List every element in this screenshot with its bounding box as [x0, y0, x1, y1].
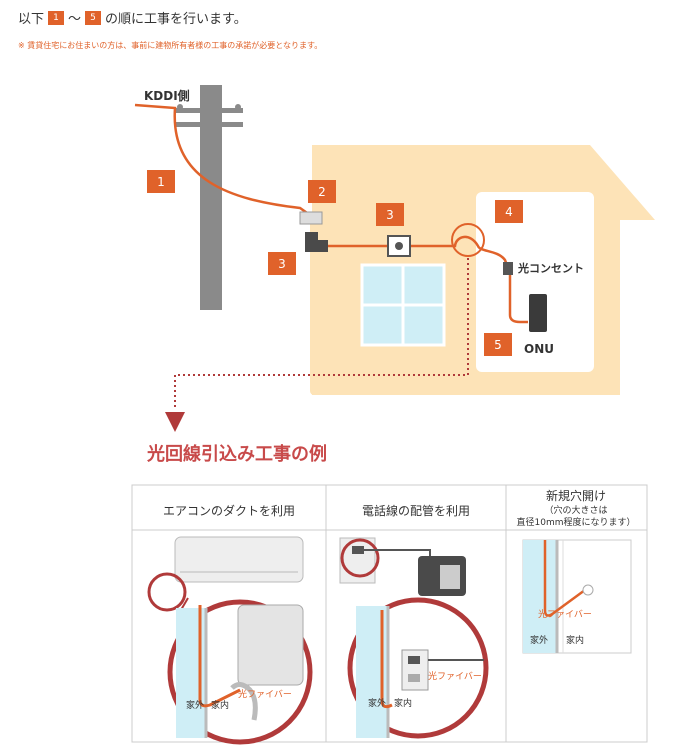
kddi-label: KDDI側: [144, 88, 190, 103]
intro-suffix: の順に工事を行います。: [105, 12, 247, 27]
step-badge-5: 5: [484, 333, 512, 356]
step-badge-1: 1: [147, 170, 175, 193]
fiber-line: [134, 103, 311, 217]
inside-label-3: 家内: [566, 634, 584, 646]
rental-note: ※ 賃貸住宅にお住まいの方は、事前に建物所有者様の工事の承諾が必要となります。: [18, 41, 323, 50]
outside-label-2: 家外: [368, 697, 386, 709]
intro-text: 以下 1 〜 5 の順に工事を行います。: [18, 8, 247, 27]
fiber-label-1: 光ファイバー: [238, 688, 292, 700]
inside-label-2: 家内: [394, 697, 412, 709]
fiber-label-3: 光ファイバー: [538, 608, 592, 620]
example-header-aircon: エアコンのダクトを利用: [163, 503, 295, 518]
entry-circle: [451, 223, 485, 257]
arrow-head: [165, 412, 185, 432]
installation-diagram: KDDI側 光コンセント ONU 1 2 3 3 4 5: [134, 85, 655, 432]
outlet-icon: [503, 262, 513, 275]
examples-table: エアコンのダクトを利用 電話線の配管を利用 新規穴開け （穴の大きさは 直径10…: [131, 484, 648, 745]
inside-label-1: 家内: [211, 699, 229, 711]
step-badge-2: 2: [308, 180, 336, 203]
step-badge-4: 4: [495, 200, 523, 223]
fiber-label-2: 光ファイバー: [428, 670, 482, 682]
onu-label: ONU: [524, 342, 554, 356]
intro-tilde: 〜: [68, 12, 82, 27]
step-badge-3b: 3: [376, 203, 404, 226]
outside-label-1: 家外: [186, 699, 204, 711]
hole-size-note-1: （穴の大きさは: [544, 504, 607, 516]
outside-label-3: 家外: [530, 634, 548, 646]
svg-text:3: 3: [278, 257, 286, 271]
svg-text:1: 1: [157, 175, 165, 189]
example-header-phone: 電話線の配管を利用: [362, 503, 470, 518]
section-title: 光回線引込み工事の例: [147, 444, 327, 465]
utility-pole: [200, 85, 222, 310]
svg-text:2: 2: [318, 185, 326, 199]
step-badge-from: 1: [48, 10, 65, 25]
step-badge-3a: 3: [268, 252, 296, 275]
onu-device: [529, 294, 547, 332]
aircon-unit: [174, 536, 304, 583]
outlet-label: 光コンセント: [517, 261, 584, 275]
svg-text:4: 4: [505, 205, 513, 219]
svg-text:3: 3: [386, 208, 394, 222]
example-header-new-hole: 新規穴開け: [546, 488, 606, 503]
wall-hook: [305, 232, 328, 252]
interior-room: [476, 192, 594, 372]
svg-text:5: 5: [494, 338, 502, 352]
intro-prefix: 以下: [18, 12, 45, 27]
hole-size-note-2: 直径10mm程度になります）: [517, 516, 636, 528]
step-badge-to: 5: [85, 10, 102, 25]
termination-box: [299, 211, 323, 225]
